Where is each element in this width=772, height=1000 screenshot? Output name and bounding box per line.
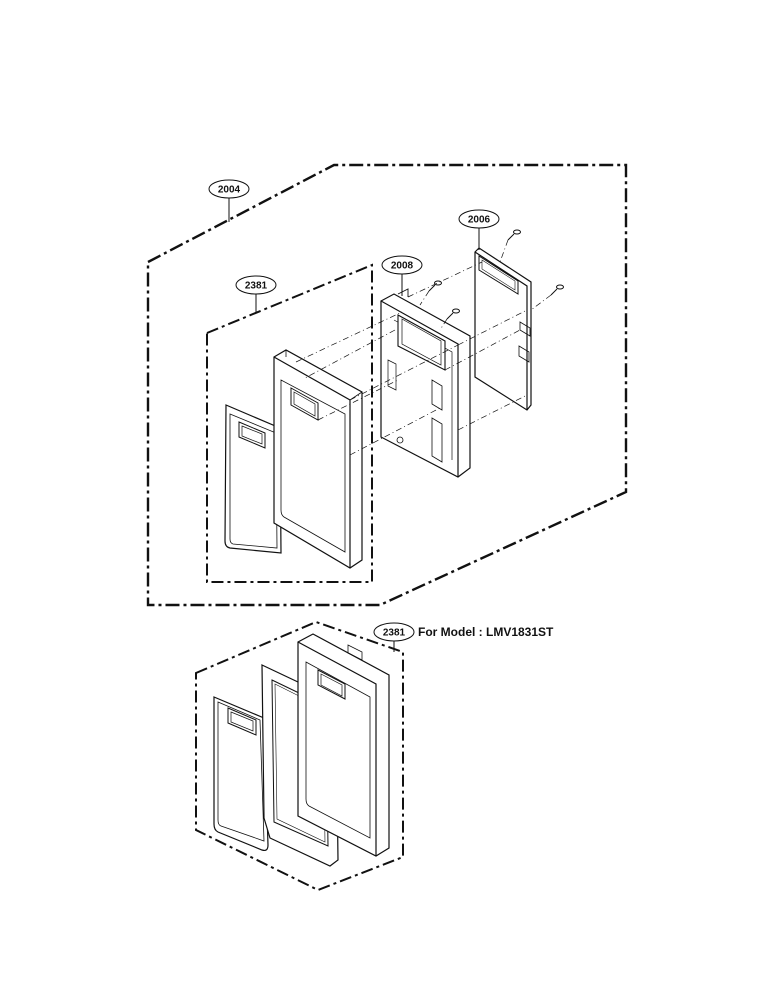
callout-2004: 2004 xyxy=(208,179,250,222)
screw-icon xyxy=(428,280,442,292)
screw-icon xyxy=(550,284,564,296)
assembly-2004-boundary xyxy=(146,163,628,607)
callout-2006: 2006 xyxy=(458,209,500,250)
callout-2008: 2008 xyxy=(381,255,423,296)
control-panel-housing xyxy=(273,349,363,569)
control-pwb-2006 xyxy=(474,247,532,411)
decor-sheet xyxy=(224,404,282,554)
screw-icon xyxy=(446,308,460,320)
alt-control-panel-housing xyxy=(297,633,390,857)
alt-decor-sheet xyxy=(213,696,269,852)
panel-2381-boundary xyxy=(206,263,373,583)
screws xyxy=(428,229,564,320)
callout-2004-label: 2004 xyxy=(218,185,241,196)
screw-icon xyxy=(507,229,521,241)
panel-frame-2008 xyxy=(380,288,471,478)
model-note: For Model : LMV1831ST xyxy=(418,625,554,639)
callout-2381-label: 2381 xyxy=(245,281,268,292)
callout-2006-label: 2006 xyxy=(468,215,491,226)
panel-2381-alt-boundary xyxy=(195,620,404,892)
alignment-lines xyxy=(295,239,552,456)
callout-2008-label: 2008 xyxy=(391,261,414,272)
callout-2381: 2381 xyxy=(235,275,277,312)
callout-2381-alt-label: 2381 xyxy=(383,628,406,639)
callout-2381-alt: 2381 xyxy=(373,622,415,652)
